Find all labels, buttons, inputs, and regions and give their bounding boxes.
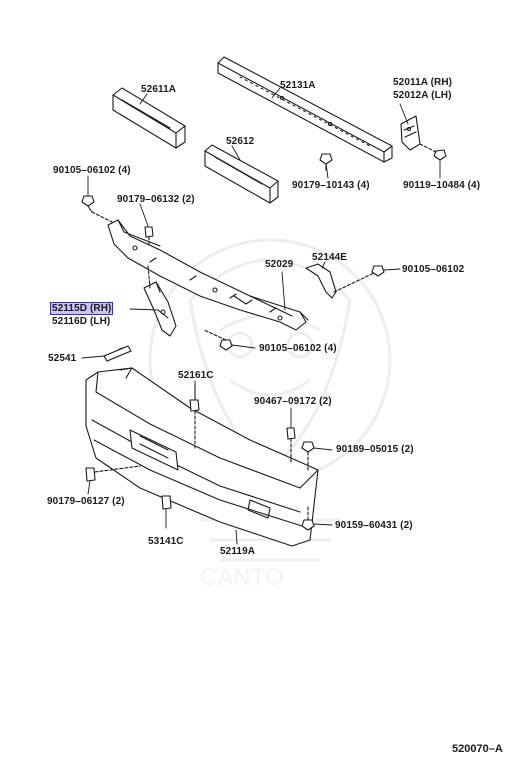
label-53141C[interactable]: 53141C [148, 536, 184, 547]
label-52011A[interactable]: 52011A (RH) [393, 77, 453, 88]
label-52611A[interactable]: 52611A [141, 84, 177, 95]
fastener-52161C-shape [189, 384, 200, 449]
label-90105-06102[interactable]: 90105–06102 [402, 264, 465, 275]
label-52029[interactable]: 52029 [265, 259, 294, 270]
svg-text:CANTO: CANTO [200, 564, 284, 591]
part-52144E-shape [305, 263, 377, 299]
part-52611A-shape [112, 87, 186, 149]
part-52541-shape [103, 345, 132, 362]
label-52012A[interactable]: 52012A (LH) [393, 90, 452, 101]
part-52115D-shape [143, 265, 177, 337]
bolt-90179-10143-shape [319, 153, 333, 171]
fastener-53141C-shape [161, 495, 172, 510]
part-52131A-shape [217, 56, 393, 163]
part-52119A-shape [85, 367, 319, 547]
leader-lines [81, 87, 441, 545]
fastener-90189-05015-shape [301, 441, 315, 471]
label-90189-05015[interactable]: 90189–05015 (2) [336, 444, 414, 455]
label-52115D-selected[interactable]: 52115D (RH) [49, 302, 114, 315]
label-90119-10484[interactable]: 90119–10484 (4) [403, 180, 481, 191]
bolt-90105-06102-mid-shape [203, 329, 233, 351]
label-52161C[interactable]: 52161C [178, 370, 214, 381]
part-52011A-shape [400, 115, 421, 151]
part-52029-shape [107, 219, 309, 331]
bolt-90119-10484-shape [419, 143, 447, 161]
label-90179-06132[interactable]: 90179–06132 (2) [117, 194, 195, 205]
label-52144E[interactable]: 52144E [312, 252, 348, 263]
label-52541[interactable]: 52541 [48, 353, 77, 364]
label-90105-06102-4-mid[interactable]: 90105–06102 (4) [259, 343, 337, 354]
fastener-90467-09172-shape [286, 427, 296, 463]
part-52612-shape [204, 144, 279, 204]
label-52612[interactable]: 52612 [226, 136, 255, 147]
fastener-90159-60431-shape [301, 505, 315, 531]
label-90467-09172[interactable]: 90467–09172 (2) [254, 396, 332, 407]
label-52119A[interactable]: 52119A [220, 546, 256, 557]
bolt-90105-06102-right-shape [371, 265, 385, 277]
label-90179-10143[interactable]: 90179–10143 (4) [292, 180, 370, 191]
label-52131A[interactable]: 52131A [280, 80, 316, 91]
label-90159-60431[interactable]: 90159–60431 (2) [335, 520, 413, 531]
label-90105-06102-4-top[interactable]: 90105–06102 (4) [53, 165, 131, 176]
label-52116D[interactable]: 52116D (LH) [52, 316, 111, 327]
fastener-90179-06127-shape [85, 465, 141, 482]
diagram-code: 520070–A [452, 743, 503, 755]
label-90179-06127[interactable]: 90179–06127 (2) [47, 496, 125, 507]
bolt-90105-06102-top-shape [81, 195, 113, 223]
